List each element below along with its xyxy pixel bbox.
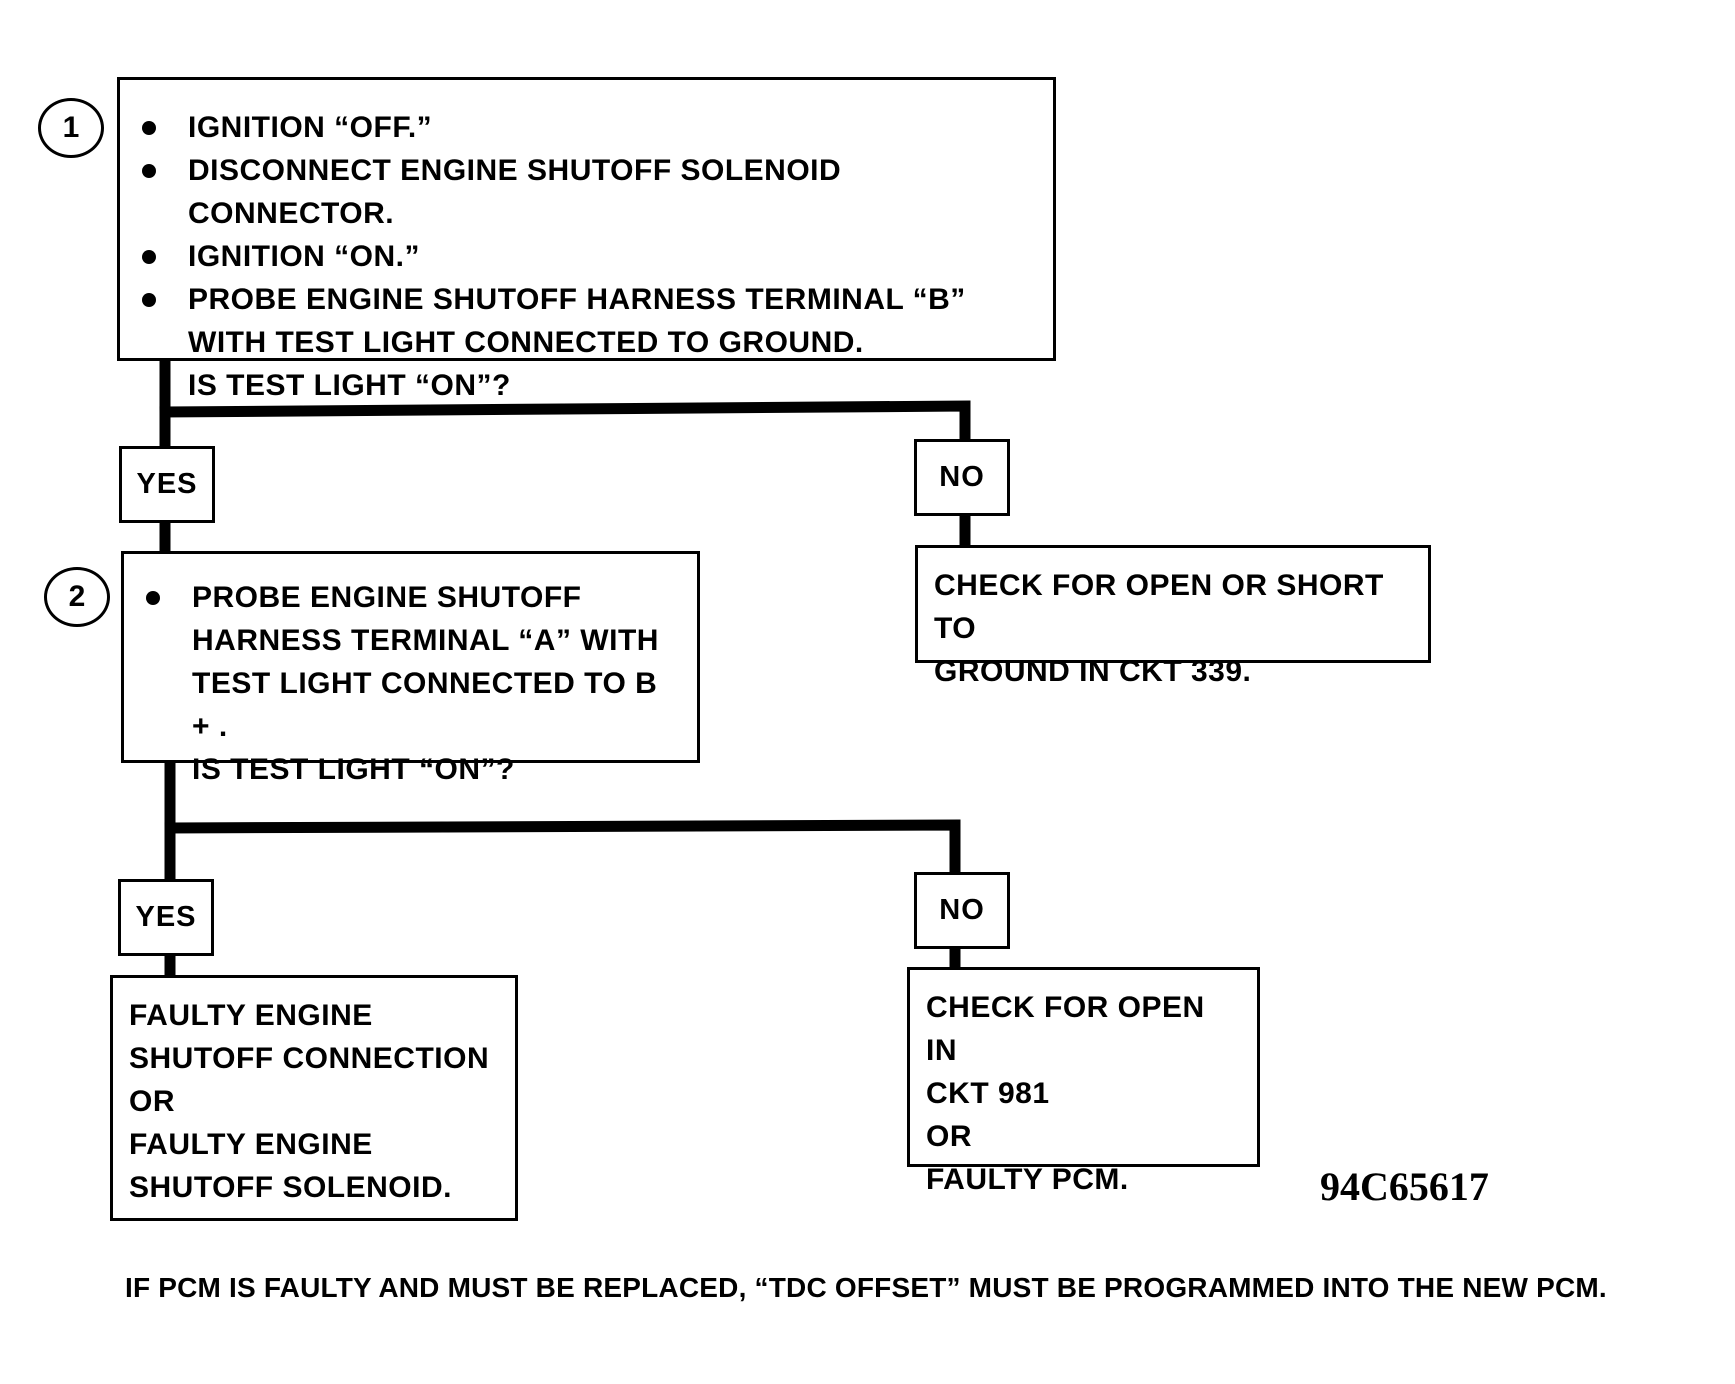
result-line: OR	[926, 1120, 972, 1153]
step-2-yes-result-box: FAULTY ENGINE SHUTOFF CONNECTION OR FAUL…	[110, 975, 518, 1221]
result-line: SHUTOFF SOLENOID.	[129, 1171, 452, 1204]
step-2-box: PROBE ENGINE SHUTOFF HARNESS TERMINAL “A…	[121, 551, 700, 786]
step-2-instruction: PROBE ENGINE SHUTOFF HARNESS TERMINAL “A…	[144, 576, 677, 748]
bullet-icon	[146, 591, 160, 605]
result-line: FAULTY ENGINE	[129, 999, 373, 1032]
step-1-instruction: IGNITION “OFF.”	[140, 106, 1033, 149]
step-2-number-circle: 2	[44, 567, 110, 627]
result-line: CKT 981	[926, 1077, 1050, 1110]
step-2-yes-label: YES	[118, 879, 214, 956]
step-1-instruction: IGNITION “ON.”	[140, 235, 1033, 278]
bullet-icon	[142, 121, 156, 135]
step-1-yes-label: YES	[119, 446, 215, 523]
step-1-instructions: IGNITION “OFF.” DISCONNECT ENGINE SHUTOF…	[140, 106, 1033, 364]
step-1-number: 1	[62, 111, 80, 144]
result-line: OR	[129, 1085, 175, 1118]
bullet-icon	[142, 293, 156, 307]
result-line: CHECK FOR OPEN OR SHORT TO	[934, 569, 1384, 645]
step-2-number: 2	[68, 580, 86, 613]
step-2-instructions: PROBE ENGINE SHUTOFF HARNESS TERMINAL “A…	[144, 576, 677, 748]
step-1-instruction: PROBE ENGINE SHUTOFF HARNESS TERMINAL “B…	[140, 278, 1033, 364]
step-1-box: IGNITION “OFF.” DISCONNECT ENGINE SHUTOF…	[117, 77, 1056, 402]
result-line: FAULTY PCM.	[926, 1163, 1129, 1196]
step1-no-connector	[159, 400, 971, 446]
footnote: IF PCM IS FAULTY AND MUST BE REPLACED, “…	[125, 1272, 1607, 1303]
step2-no-connector	[164, 819, 961, 879]
bullet-icon	[142, 164, 156, 178]
step-2-no-label: NO	[914, 872, 1010, 949]
bullet-icon	[142, 250, 156, 264]
result-line: FAULTY ENGINE	[129, 1128, 373, 1161]
step-2-no-result-box: CHECK FOR OPEN IN CKT 981 OR FAULTY PCM.	[907, 967, 1260, 1196]
step-1-number-circle: 1	[38, 98, 104, 158]
result-line: CHECK FOR OPEN IN	[926, 991, 1205, 1067]
result-line: SHUTOFF CONNECTION	[129, 1042, 490, 1075]
step-1-no-label: NO	[914, 439, 1010, 516]
step-2-question: IS TEST LIGHT “ON”?	[192, 753, 515, 786]
step-1-no-result-box: CHECK FOR OPEN OR SHORT TO GROUND IN CKT…	[915, 545, 1431, 688]
result-line: GROUND IN CKT 339.	[934, 655, 1252, 688]
step-1-instruction: DISCONNECT ENGINE SHUTOFF SOLENOID CONNE…	[140, 149, 1033, 235]
figure-code: 94C65617	[1320, 1164, 1489, 1209]
step-1-question: IS TEST LIGHT “ON”?	[188, 369, 511, 402]
